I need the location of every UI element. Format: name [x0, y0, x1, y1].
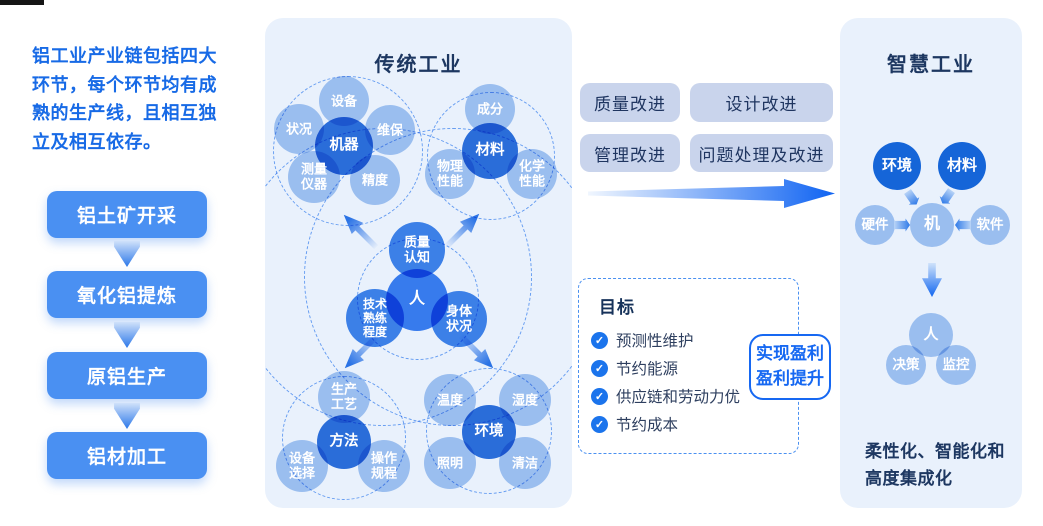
chemical-properties-label: 化学 性能	[518, 158, 546, 189]
flow-step-primary-aluminum: 原铝生产	[47, 352, 207, 399]
goal-item-predictive-maintenance: ✓ 预测性维护	[591, 330, 694, 350]
software-label: 软件	[976, 217, 1004, 233]
goal-item-label: 供应链和劳动力优	[616, 389, 741, 406]
measuring-instrument-label: 测量 仪器	[300, 161, 328, 192]
person-label: 人	[408, 290, 426, 308]
smart-industry-panel: 智慧工业 环境 材料 硬件 机 软件 人 决策 监控 柔性化、智能化和 高度集成…	[840, 18, 1022, 508]
hardware-bubble	[855, 205, 895, 245]
method-bubble	[317, 415, 371, 469]
pill-design-improvement: 设计改进	[690, 83, 833, 122]
check-icon: ✓	[591, 415, 608, 433]
smart-environment-label: 环境	[881, 157, 913, 175]
goals-title: 目标	[599, 298, 635, 317]
operating-procedures-label: 操作 规程	[370, 450, 398, 481]
transition-arrow-icon	[588, 179, 835, 208]
arrow-right-icon	[894, 218, 910, 232]
smart-person-label: 人	[923, 326, 939, 344]
check-icon: ✓	[591, 387, 608, 405]
arrow-left-icon	[955, 219, 971, 232]
monitoring-label: 监控	[942, 357, 970, 373]
traditional-industry-panel: 传统工业	[265, 18, 572, 508]
smart-material-label: 材料	[946, 157, 978, 175]
monitoring-bubble	[936, 345, 976, 385]
check-icon: ✓	[591, 331, 608, 349]
hardware-label: 硬件	[861, 217, 889, 233]
quality-awareness-bubble	[389, 222, 445, 278]
smart-material-bubble	[938, 142, 986, 190]
flow-step-aluminum-processing: 铝材加工	[47, 432, 207, 479]
smart-machine-bubble	[910, 203, 954, 247]
arrow-down-right-icon	[902, 188, 922, 209]
skill-proficiency-label: 技术 熟练 程度	[362, 296, 388, 340]
goal-item-cost-saving: ✓ 节约成本	[591, 414, 678, 434]
goal-item-supply-chain-labor: ✓ 供应链和劳动力优	[591, 386, 740, 406]
goal-item-label: 节约能源	[616, 361, 679, 378]
precision-label: 精度	[361, 172, 389, 188]
flow-step-alumina-refining: 氧化铝提炼	[47, 271, 207, 318]
traditional-industry-title: 传统工业	[374, 54, 463, 76]
material-bubble	[462, 123, 518, 179]
person-bubble	[386, 269, 448, 331]
physical-properties-label: 物理 性能	[436, 158, 464, 189]
down-arrow-icon	[114, 403, 140, 429]
smart-environment-bubble	[873, 142, 921, 190]
goal-item-label: 预测性维护	[616, 333, 694, 350]
check-icon: ✓	[591, 359, 608, 377]
goals-box: 目标 ✓ 预测性维护 ✓ 节约能源 ✓ 供应链和劳动力优 ✓ 节约成本 实现盈利…	[578, 278, 831, 454]
physical-condition-label: 身体 状况	[445, 303, 473, 334]
equipment-selection-label: 设备 选择	[288, 450, 316, 481]
maintenance-label: 维保	[376, 122, 404, 138]
machine-bubble	[315, 117, 373, 175]
smart-machine-label: 机	[923, 215, 941, 233]
quality-awareness-label: 质量 认知	[403, 234, 431, 265]
corner-mark	[0, 0, 44, 5]
humidity-label: 湿度	[511, 392, 539, 408]
intro-paragraph: 铝工业产业链包括四大环节，每个环节均有成熟的生产线，且相互独立及相互依存。	[32, 46, 217, 152]
smart-industry-caption: 柔性化、智能化和 高度集成化	[865, 442, 1005, 488]
software-bubble	[970, 205, 1010, 245]
method-label: 方法	[329, 433, 359, 450]
environment-bubble	[462, 405, 516, 459]
temperature-label: 温度	[436, 392, 464, 408]
environment-label: 环境	[474, 423, 504, 440]
machine-label: 机器	[329, 137, 359, 154]
condition-label: 状况	[285, 121, 313, 137]
pill-management-improvement: 管理改进	[580, 134, 680, 172]
dashed-ring-environment	[426, 368, 552, 494]
maintenance-bubble	[365, 105, 415, 155]
flow-step-bauxite-mining: 铝土矿开采	[47, 191, 207, 238]
pill-quality-improvement: 质量改进	[580, 83, 680, 122]
down-arrow-icon	[114, 322, 140, 348]
decision-label: 决策	[892, 357, 920, 373]
pill-problem-handling-improvement: 问题处理及改进	[690, 134, 833, 172]
profit-badge: 实现盈利 盈利提升	[749, 334, 831, 400]
goal-item-energy-saving: ✓ 节约能源	[591, 358, 678, 378]
down-arrow-icon	[114, 241, 140, 267]
smart-industry-title: 智慧工业	[887, 54, 975, 76]
equipment-label: 设备	[330, 93, 358, 109]
production-process-label: 生产 工艺	[330, 381, 358, 412]
decision-bubble	[886, 345, 926, 385]
down-arrow-icon	[922, 263, 942, 297]
material-label: 材料	[475, 142, 505, 159]
lighting-label: 照明	[436, 455, 464, 471]
composition-label: 成分	[476, 101, 504, 117]
goal-item-label: 节约成本	[616, 417, 679, 434]
production-process-bubble	[318, 371, 370, 423]
cleanliness-label: 清洁	[511, 455, 539, 471]
